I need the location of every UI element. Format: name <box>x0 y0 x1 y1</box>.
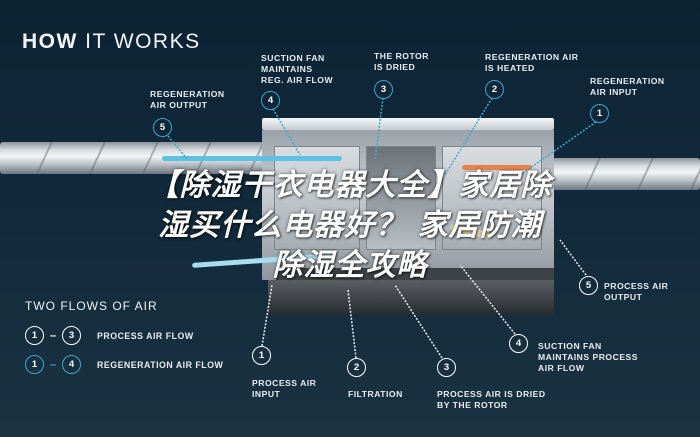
unit-floor <box>276 268 554 282</box>
legend-label: REGENERATION AIR FLOW <box>97 359 224 370</box>
legend-start-marker: 1 <box>25 326 44 345</box>
overlay-headline-line-1: 【除湿干衣电器大全】家居除 <box>148 168 552 203</box>
callout-process-5-marker: 5 <box>579 276 598 295</box>
callout-regen-air-input-label: REGENERATION AIR INPUT <box>590 76 665 97</box>
regeneration-air-flow-arrow <box>162 156 342 161</box>
callout-process-air-output-label: PROCESS AIR OUTPUT <box>604 281 669 302</box>
callout-regen-air-output-label: REGENERATION AIR OUTPUT <box>150 89 225 110</box>
heated-air-flow-arrow <box>462 165 532 170</box>
legend-row-process-air-flow: 1 – 3 PROCESS AIR FLOW <box>25 326 194 345</box>
regeneration-input-duct <box>548 158 700 190</box>
rotor-compartment <box>366 146 436 250</box>
callout-process-air-input-label: PROCESS AIR INPUT <box>252 378 317 399</box>
unit-base <box>268 280 554 314</box>
fan-compartment <box>274 146 360 250</box>
callout-reg-suction-fan-label: SUCTION FAN MAINTAINS REG. AIR FLOW <box>261 53 334 85</box>
desiccant-dehumidifier-unit <box>162 118 554 314</box>
overlay-headline-line-2: 湿买什么电器好？ 家居防潮 <box>158 208 542 243</box>
callout-regen-4-marker: 4 <box>261 91 280 110</box>
callout-process-air-dried-label: PROCESS AIR IS DRIED BY THE ROTOR <box>437 389 546 410</box>
unit-top-panel <box>262 118 554 130</box>
callout-regen-heated-label: REGENERATION AIR IS HEATED <box>485 52 579 73</box>
legend-title: TWO FLOWS OF AIR <box>25 299 158 313</box>
legend-dash: – <box>49 329 57 342</box>
legend-row-regeneration-air-flow: 1 – 4 REGENERATION AIR FLOW <box>25 355 223 374</box>
callout-process-1-marker: 1 <box>252 346 271 365</box>
callout-regen-1-marker: 1 <box>590 104 609 123</box>
callout-regen-3-marker: 3 <box>374 80 393 99</box>
callout-process-2-marker: 2 <box>347 358 366 377</box>
callout-regen-2-marker: 2 <box>485 80 504 99</box>
callout-process-suction-fan-label: SUCTION FAN MAINTAINS PROCESS AIR FLOW <box>538 341 639 373</box>
callout-regen-5-marker: 5 <box>153 118 172 137</box>
callout-rotor-dried-label: THE ROTOR IS DRIED <box>374 51 429 72</box>
legend-label: PROCESS AIR FLOW <box>97 330 194 341</box>
callout-process-4-marker: 4 <box>509 334 528 353</box>
diagram-title: HOW IT WORKS <box>22 30 201 53</box>
legend-end-marker: 3 <box>62 326 81 345</box>
legend-dash: – <box>49 358 57 371</box>
legend-start-marker: 1 <box>25 355 44 374</box>
legend-end-marker: 4 <box>62 355 81 374</box>
overlay-headline-line-3: 除湿全攻略 <box>272 248 428 283</box>
callout-process-3-marker: 3 <box>437 358 456 377</box>
callout-filtration-label: FILTRATION <box>348 389 403 399</box>
